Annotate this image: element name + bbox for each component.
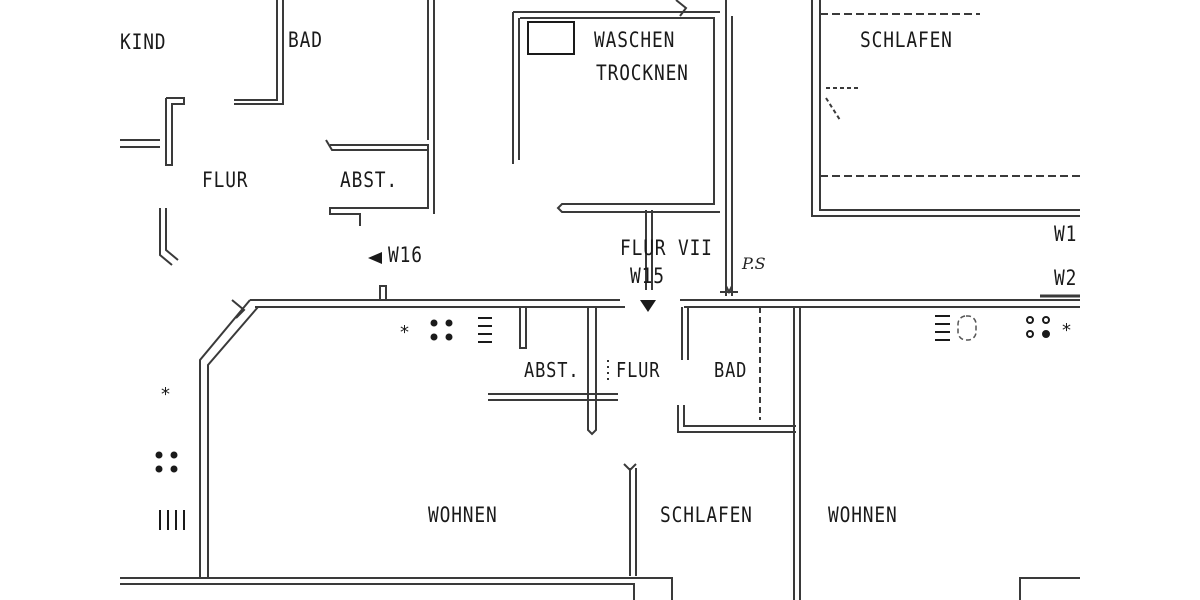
unit-marker-w1: W1: [1054, 222, 1078, 246]
vent-icon: * * *: [161, 320, 1071, 405]
room-label-kind: KIND: [120, 30, 167, 54]
room-label-flur: FLUR: [616, 358, 661, 382]
svg-text:*: *: [1062, 320, 1071, 341]
room-label-waschen: WASCHEN: [594, 28, 676, 52]
unit-marker-w16: W16: [388, 243, 423, 267]
svg-text:*: *: [161, 384, 170, 405]
room-label-flur-vii: FLUR VII: [620, 236, 713, 260]
room-label-schlafen: SCHLAFEN: [660, 503, 753, 527]
room-label-trocknen: TROCKNEN: [596, 61, 689, 85]
handwritten-annotation: P.S: [742, 254, 766, 273]
w15-marker-icon: [640, 300, 656, 312]
room-label-abstellraum: ABST.: [524, 358, 580, 382]
stove-icon: [430, 319, 453, 341]
w16-marker-icon: [368, 252, 382, 264]
room-label-bad: BAD: [714, 358, 748, 382]
fridge-icon: [957, 315, 977, 341]
svg-text:*: *: [400, 322, 409, 343]
unit-marker-w2: W2: [1054, 266, 1078, 290]
sink-icon: [159, 315, 950, 530]
wall: [234, 0, 284, 105]
floor-plan: * * * KIND BAD FLUR ABST. WASCHEN TROCKN…: [120, 0, 1080, 600]
floor-plan-walls: * * *: [120, 0, 1080, 600]
stove-icon: [155, 451, 178, 473]
unit-marker-w15: W15: [630, 264, 665, 288]
room-label-schlafen: SCHLAFEN: [860, 28, 953, 52]
room-label-wohnen: WOHNEN: [428, 503, 498, 527]
room-label-wohnen: WOHNEN: [828, 503, 898, 527]
room-label-abstellraum: ABST.: [340, 168, 398, 192]
washer-icon: [527, 21, 575, 55]
stove-icon: [1026, 316, 1050, 338]
room-label-flur: FLUR: [202, 168, 249, 192]
room-label-bad: BAD: [288, 28, 323, 52]
